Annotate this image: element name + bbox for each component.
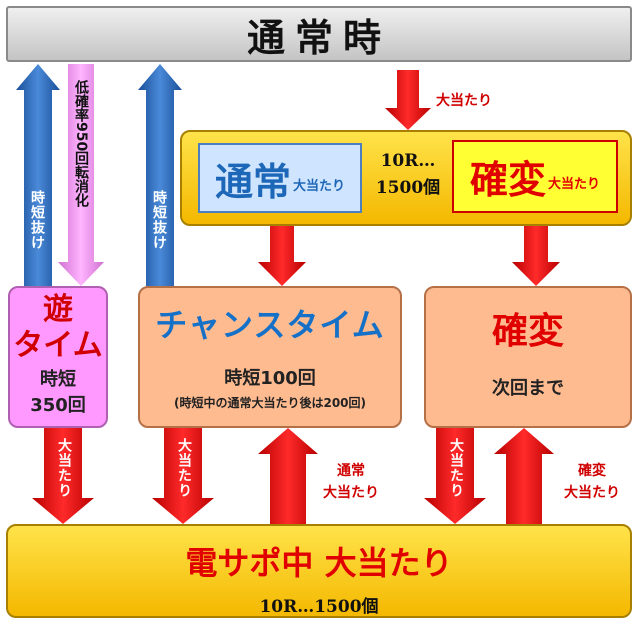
normal-hit-box: 通常 大当たり [198,143,362,213]
hit-payout: 10R… 1500個 [364,148,452,202]
hit-label-3: 大当たり [448,438,464,498]
arrow-normal-hit-up [258,428,318,524]
jitan-exit-label-1: 時短抜け [29,190,45,250]
arrow-jitan-exit-left [16,64,60,286]
arrow-kakuhen-hit [424,428,486,524]
chance-time-box: チャンスタイム 時短100回 (時短中の通常大当たり後は200回) [138,286,402,428]
arrow-jitan-exit-chance [138,64,182,286]
asobi-title-1: 遊 [43,292,73,327]
asobi-time-box: 遊 タイム 時短 350回 [8,286,108,428]
asobi-count: 350回 [30,395,86,416]
chance-title: チャンスタイム [155,306,385,344]
arrow-normal-to-chance [258,226,306,286]
hit-label-1: 大当たり [56,438,72,498]
arrow-low-prob-down [58,64,104,286]
densapo-title: 電サポ中 大当たり [185,544,453,582]
first-hit-label: 大当たり [436,93,492,109]
asobi-jitan: 時短 [40,369,76,390]
kakuhen-hit-box: 確変 大当たり [452,140,618,213]
chance-note: (時短中の通常大当たり後は200回) [173,396,367,410]
arrow-top-to-hit [385,70,431,130]
kakuhen-title: 確変 [491,311,564,352]
kakuhen-until-next: 次回まで [492,378,564,399]
arrow-kakuhen-down [512,226,560,286]
kakuhen-side-l1: 確変 [578,463,606,479]
densapo-hit-box: 電サポ中 大当たり 10R…1500個 [6,524,632,618]
normal-hit-title: 通常 [214,159,291,204]
arrow-asobi-hit [32,428,94,524]
kakuhen-side-l2: 大当たり [564,485,620,501]
hit-label-2: 大当たり [176,438,192,498]
normal-side-l2: 大当たり [323,485,379,501]
hit-payout-rounds: 10R… [380,151,436,171]
asobi-title-2: タイム [13,328,103,363]
arrow-chance-hit [152,428,214,524]
normal-state-bar: 通常時 [6,6,632,62]
jitan-exit-label-2: 時短抜け [151,190,167,250]
kakuhen-hit-title: 確変 [469,158,546,202]
arrow-kakuhen-hit-up [494,428,554,524]
kakuhen-hit-side-label: 確変 大当たり [552,460,632,504]
densapo-payout: 10R…1500個 [259,597,379,617]
normal-side-l1: 通常 [337,463,365,479]
normal-hit-side-label: 通常 大当たり [316,460,386,504]
hit-payout-balls: 1500個 [375,178,441,198]
chance-jitan: 時短100回 [224,368,316,389]
normal-state-title: 通常時 [246,15,391,60]
kakuhen-hit-sub: 大当たり [548,177,601,192]
normal-hit-sub: 大当たり [293,178,346,194]
kakuhen-state-box: 確変 次回まで [424,286,632,428]
low-prob-label: 低確率950回転消化 [73,80,89,208]
